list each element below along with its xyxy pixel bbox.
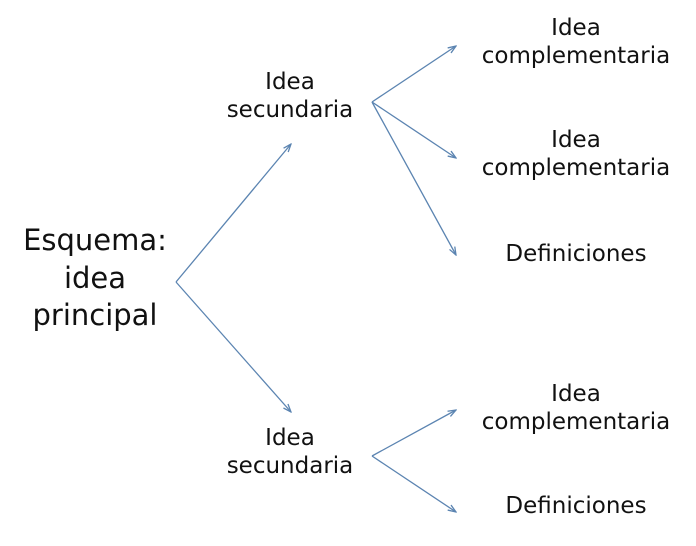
secondary-idea-node-1: Idea secundaria <box>210 68 370 124</box>
complementary-idea-1-line-2: complementaria <box>481 43 671 70</box>
complementary-idea-node-2: Idea complementaria <box>462 126 690 182</box>
complementary-idea-node-3: Idea complementaria <box>462 380 690 436</box>
secondary-idea-2-line-1: Idea <box>265 425 315 451</box>
complementary-idea-2-line-1: Idea <box>551 127 601 153</box>
complementary-idea-1-line-1: Idea <box>551 15 601 41</box>
main-idea-node: Esquema: idea principal <box>0 222 190 335</box>
secondary-idea-node-2: Idea secundaria <box>210 424 370 480</box>
secondary-idea-1-line-1: Idea <box>265 69 315 95</box>
arrow-secondary-1-to-definitions-1 <box>371 101 456 255</box>
secondary-idea-1-line-2: secundaria <box>226 97 354 124</box>
main-idea-line-1: Esquema: <box>23 223 167 257</box>
arrow-main-to-secondary-2 <box>175 281 291 412</box>
definitions-node-1: Definiciones <box>462 240 690 268</box>
main-idea-line-2: idea <box>63 260 127 295</box>
secondary-idea-2-line-2: secundaria <box>226 453 354 480</box>
arrow-secondary-1-to-complementary-2 <box>371 101 456 158</box>
complementary-idea-node-1: Idea complementaria <box>462 14 690 70</box>
arrow-secondary-1-to-complementary-1 <box>371 46 456 103</box>
complementary-idea-2-line-2: complementaria <box>481 155 671 182</box>
arrow-secondary-2-to-definitions-2 <box>371 455 456 512</box>
arrow-secondary-2-to-complementary-3 <box>371 410 456 457</box>
complementary-idea-3-line-1: Idea <box>551 381 601 407</box>
complementary-idea-3-line-2: complementaria <box>481 409 671 436</box>
definitions-node-2: Definiciones <box>462 492 690 520</box>
definitions-1-label: Definiciones <box>505 241 647 267</box>
definitions-2-label: Definiciones <box>505 493 647 519</box>
main-idea-line-3: principal <box>32 298 158 333</box>
arrow-main-to-secondary-1 <box>175 144 291 283</box>
